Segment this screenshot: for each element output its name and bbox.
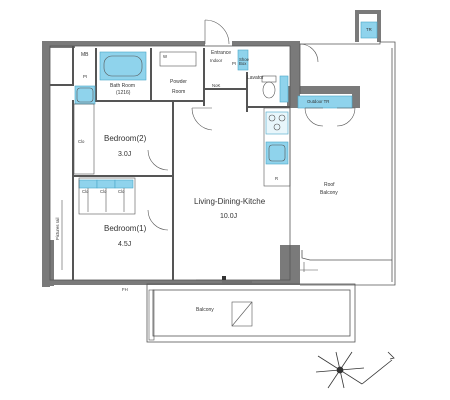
door-arc-roof-1 [304, 107, 324, 127]
entrance-marker [222, 276, 226, 280]
bedroom2-name: Bedroom(2) [104, 134, 147, 143]
wall-top-right-tower-c [355, 10, 359, 42]
bath-tub [99, 51, 147, 81]
kitchen-counter [263, 107, 291, 187]
outdoor-tr-label: Outdoor TR [307, 99, 330, 104]
wall-left-bottom-notch [42, 240, 54, 286]
exterior-walls [42, 10, 381, 287]
balcony-name: Balcony [196, 307, 214, 313]
door-arc-bed2 [147, 149, 169, 171]
wall-bed-split [72, 175, 174, 177]
bath-size: (1216) [116, 90, 131, 96]
tr-top-label: TR [366, 27, 372, 32]
bedroom2-size: 3.0J [118, 151, 132, 158]
door-arc-entrance [204, 19, 230, 45]
powder-name: Powder [170, 79, 187, 85]
entrance-name: Entrance [211, 50, 232, 56]
wall-mb-bottom [50, 84, 74, 86]
bedroom1-size: 4.5J [118, 241, 132, 248]
lav-sink [279, 75, 289, 103]
roof-balcony-inner [301, 250, 392, 261]
wall-powder-right [203, 48, 205, 106]
bedroom1-name: Bedroom(1) [104, 224, 147, 233]
washer-drum [76, 87, 94, 103]
compass-icon [315, 351, 395, 389]
ldk-name: Living-Dining-Kitche [194, 197, 266, 206]
wall-bottom [50, 280, 280, 285]
lavator-name: Lavator [247, 75, 264, 81]
sink-basin [268, 144, 286, 162]
fh-label: FH [122, 287, 128, 292]
wall-top-right-tower-b [377, 10, 381, 42]
indoor-label: Indoor [210, 58, 223, 63]
wall-roof-right-col [352, 86, 360, 108]
ldk-size: 10.0J [220, 213, 238, 220]
powder-sub: Room [172, 89, 186, 95]
closet-blue-3 [114, 179, 134, 189]
door-arc-ldk [191, 107, 213, 131]
balcony-post-left [148, 289, 155, 341]
ac-unit-diag [231, 301, 253, 327]
door-arc-bed1 [147, 209, 169, 231]
roof-balcony-name: Roof [324, 182, 335, 188]
kitchen-stove [265, 111, 289, 135]
wall-lav-bottom [246, 106, 290, 108]
pi-right-label: PI [232, 61, 237, 66]
door-arc-top-right [299, 43, 319, 63]
wall-mb-right [72, 46, 74, 86]
wall-bath-right [150, 48, 152, 102]
wall-entrance-bottom [205, 88, 247, 90]
blue-fixtures [74, 21, 378, 189]
shoe-box [237, 49, 249, 71]
wall-left [42, 41, 50, 287]
wall-bath-left [95, 48, 97, 102]
mb-label: MB [81, 52, 89, 58]
wall-column-top-right [290, 41, 300, 96]
wall-top-right-a [232, 41, 294, 46]
wall-roof-column [298, 86, 360, 94]
bath-tub-inner [103, 55, 143, 77]
kitchen-sink [265, 141, 289, 165]
pictures-rail-label: Pictures rail [55, 217, 60, 240]
left-closet [73, 103, 95, 175]
balcony-inner [152, 289, 351, 337]
tr-top-box [360, 21, 378, 39]
closet-blue-2 [96, 179, 116, 189]
wall-top-mid [75, 41, 205, 46]
wall-left-inner [72, 100, 74, 280]
shoe-box-label: Shoe Box [239, 57, 250, 67]
powder-vanity [159, 51, 197, 67]
clo-1-label: Clo [82, 189, 89, 194]
wall-top-right-tower-a [355, 10, 381, 14]
clo-3-label: Clo [118, 189, 125, 194]
door-arc-roof-2 [336, 107, 356, 127]
wall-lav-left [246, 72, 248, 112]
toilet-tank [261, 75, 277, 83]
roof-balcony-sub: Balcony [320, 190, 338, 196]
stove-burner-3 [273, 123, 281, 131]
balcony-outline [146, 283, 356, 343]
closet-frame [78, 177, 136, 215]
clo-left-label: Clo [78, 139, 85, 144]
clo-2-label: Clo [100, 189, 107, 194]
outdoor-tr-box [297, 95, 353, 109]
closet-blue-1 [78, 179, 98, 189]
roof-balcony-outline [299, 41, 396, 286]
toilet-bowl [262, 81, 276, 99]
stove-burner-1 [268, 114, 276, 122]
fixture-details [61, 19, 356, 341]
interior-walls [50, 46, 290, 280]
wall-top-left [42, 41, 75, 48]
nok-label: NoK [212, 83, 221, 88]
bath-name: Bath Room [110, 83, 136, 89]
pi-left-label: PI [83, 74, 88, 79]
w-label: W [163, 54, 168, 59]
r-label: R [275, 176, 279, 181]
stove-burner-2 [278, 114, 286, 122]
wall-bed-right [172, 102, 174, 280]
ac-unit-balcony [231, 301, 253, 327]
